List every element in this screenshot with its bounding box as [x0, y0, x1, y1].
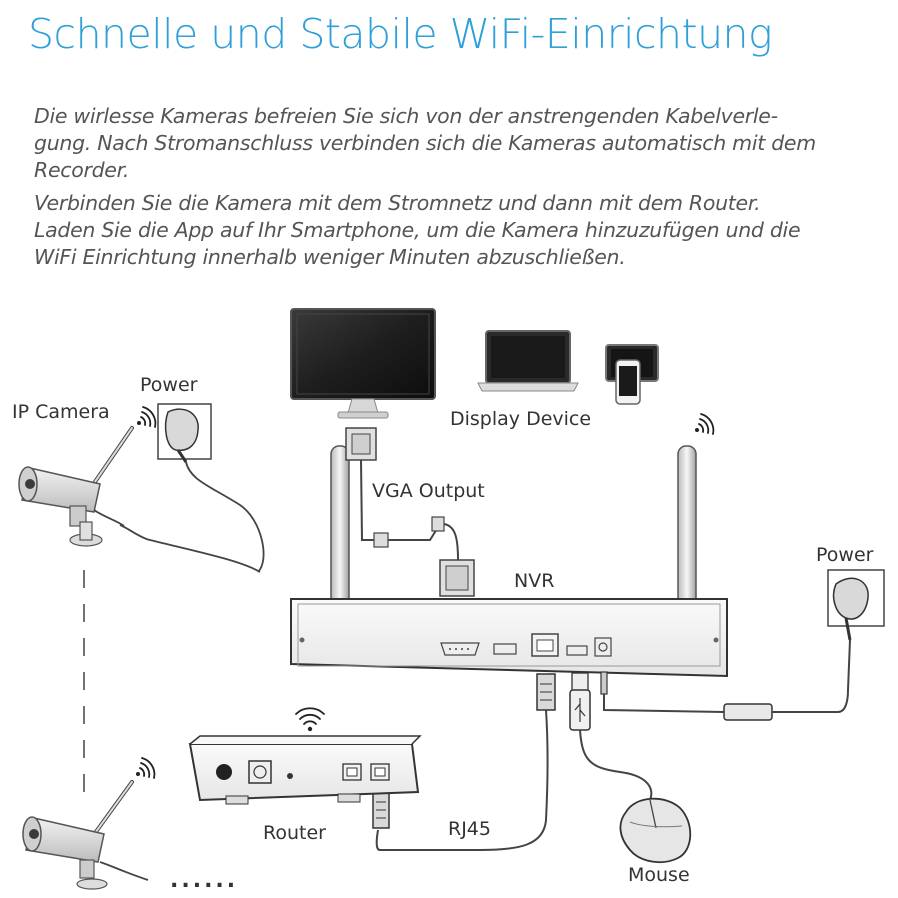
- dc-power-cable: [600, 639, 851, 721]
- nvr-label: NVR: [514, 570, 555, 592]
- description-line: Laden Sie die App auf Ihr Smartphone, um…: [34, 218, 801, 242]
- mouse-icon: [619, 797, 692, 864]
- page-title: Schnelle und Stabile WiFi-Einrichtung: [28, 10, 773, 58]
- description-line: gung. Nach Stromanschluss verbinden sich…: [34, 131, 816, 155]
- wifi-signal-icon: [137, 406, 157, 428]
- router-label: Router: [263, 822, 326, 844]
- dc-power-port: [594, 637, 612, 657]
- wifi-signal-icon: [136, 757, 156, 779]
- power-cable: [185, 461, 265, 573]
- lan-port: [531, 633, 559, 657]
- description-line: Verbinden Sie die Kamera mit dem Stromne…: [34, 191, 761, 215]
- hdmi-port: [493, 643, 517, 655]
- monitor-icon: [290, 308, 436, 419]
- wifi-signal-icon: [695, 413, 715, 435]
- display-device-label: Display Device: [450, 408, 592, 430]
- router-lan-port: [370, 763, 390, 781]
- power-adapter-icon: [827, 569, 885, 641]
- ip-camera-icon: [22, 780, 149, 890]
- ip-camera-label: IP Camera: [12, 401, 110, 423]
- power-adapter-icon: [157, 403, 212, 463]
- router-device: [188, 735, 422, 805]
- wifi-signal-icon: [295, 707, 325, 732]
- vga-port: [440, 642, 480, 656]
- vga-cable: [345, 427, 475, 597]
- more-cameras-ellipsis: ......: [170, 868, 239, 893]
- usb-cable: [569, 672, 653, 801]
- smartphone-icon: [615, 359, 641, 405]
- description-line: Recorder.: [34, 158, 130, 182]
- description-line: WiFi Einrichtung innerhalb weniger Minut…: [34, 245, 626, 269]
- nvr-device: [290, 598, 728, 678]
- power-left-label: Power: [140, 374, 198, 396]
- usb-port: [566, 645, 588, 656]
- power-cable: [119, 524, 261, 573]
- description-paragraph-1: Die wirlesse Kameras befreien Sie sich v…: [34, 103, 874, 184]
- ip-camera-icon: [18, 426, 134, 547]
- router-lan-port: [342, 763, 362, 781]
- rj45-label: RJ45: [448, 818, 491, 840]
- rj45-cable: [372, 673, 556, 851]
- vga-output-label: VGA Output: [372, 480, 485, 502]
- description-line: Die wirlesse Kameras befreien Sie sich v…: [34, 104, 778, 128]
- power-right-label: Power: [816, 544, 874, 566]
- laptop-icon: [477, 330, 579, 392]
- mouse-label: Mouse: [628, 864, 690, 886]
- description-paragraph-2: Verbinden Sie die Kamera mit dem Stromne…: [34, 190, 874, 271]
